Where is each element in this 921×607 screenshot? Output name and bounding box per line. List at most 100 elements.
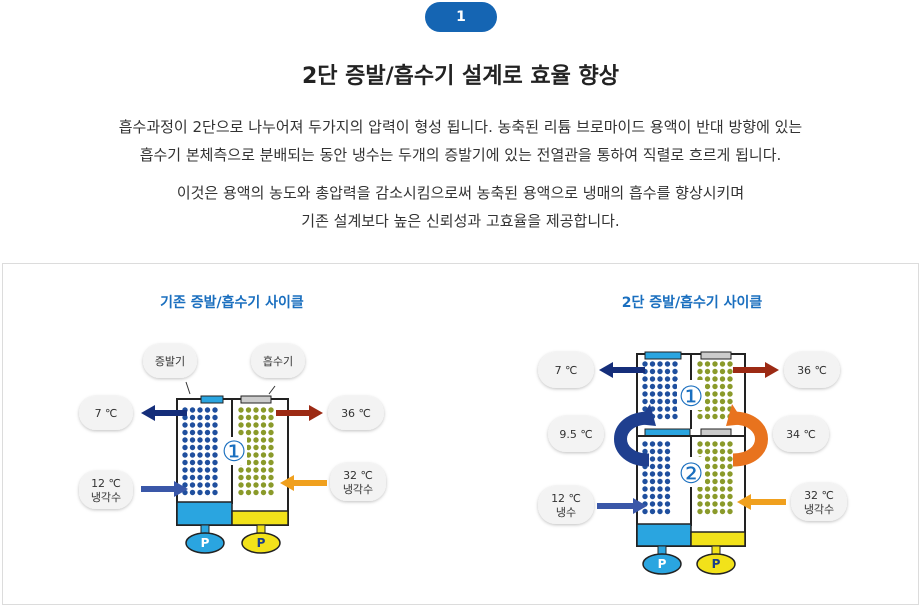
tube-dot xyxy=(204,444,211,451)
tube-dot xyxy=(719,478,726,485)
tube-dot xyxy=(697,493,703,500)
tube-dot xyxy=(719,456,726,462)
tube-dot xyxy=(197,422,203,428)
tube-dot xyxy=(704,368,711,375)
tube-dot xyxy=(664,391,671,397)
tube-dot xyxy=(704,493,711,500)
tube-dot xyxy=(649,398,656,405)
tube-dot xyxy=(253,444,259,451)
tube-dot xyxy=(712,406,718,412)
tube-dot xyxy=(664,413,671,420)
tube-dot xyxy=(182,467,188,473)
tube-dot xyxy=(704,413,711,420)
tube-dot xyxy=(238,407,244,413)
tube-dot xyxy=(642,376,648,382)
tube-dot xyxy=(704,406,711,412)
tube-dot xyxy=(268,422,274,428)
right-cycle-title: 2단 증발/흡수기 사이클 xyxy=(621,295,763,311)
tube-dot xyxy=(704,456,711,462)
tube-dot xyxy=(260,452,267,458)
tube-dot xyxy=(189,482,196,488)
tube-dot xyxy=(245,474,252,481)
tube-dot xyxy=(260,489,267,496)
tube-dot xyxy=(189,444,196,451)
tube-dot xyxy=(189,437,196,443)
tube-dot xyxy=(657,383,663,390)
tube-dot xyxy=(238,482,244,488)
tube-dot xyxy=(212,474,218,481)
tube-dot xyxy=(182,444,188,451)
diagram-panel: 기존 증발/흡수기 사이클 2단 증발/흡수기 사이클 증발기 흡수기 xyxy=(2,263,919,605)
left-temp-36: 36 ℃ xyxy=(341,407,371,420)
tube-dot xyxy=(245,489,252,496)
left-in-arrow-blue xyxy=(141,481,188,497)
tube-dot xyxy=(672,391,678,397)
tube-dot xyxy=(712,493,718,500)
tube-dot xyxy=(238,489,244,496)
tube-dot xyxy=(197,407,203,413)
tube-dot xyxy=(204,437,211,443)
tube-dot xyxy=(719,398,726,405)
tube-dot xyxy=(664,368,671,375)
tube-dot xyxy=(697,448,703,455)
tube-dot xyxy=(204,429,211,436)
tube-dot xyxy=(657,376,663,382)
tube-dot xyxy=(253,422,259,428)
tube-dot xyxy=(704,361,711,367)
tube-dot xyxy=(212,414,218,421)
tube-dot xyxy=(260,467,267,473)
tube-dot xyxy=(649,383,656,390)
tube-dot xyxy=(238,414,244,421)
left-temp-32-sub: 냉각수 xyxy=(343,483,373,496)
tube-dot xyxy=(657,398,663,405)
tube-dot xyxy=(664,493,671,500)
tube-dot xyxy=(727,448,733,455)
tube-dot xyxy=(712,478,718,485)
evaporator-label: 증발기 xyxy=(155,355,185,368)
tube-dot xyxy=(719,448,726,455)
tube-dot xyxy=(189,489,196,496)
tube-dot xyxy=(657,361,663,367)
tube-dot xyxy=(664,501,671,507)
stage-1-label: ① xyxy=(221,435,246,468)
tube-dot xyxy=(268,414,274,421)
tube-dot xyxy=(642,486,648,492)
tube-dot xyxy=(212,467,218,473)
tube-dot xyxy=(212,452,218,458)
tube-dot xyxy=(657,471,663,477)
tube-dot xyxy=(712,471,718,477)
tube-dot xyxy=(253,467,259,473)
absorber-tube-bundle xyxy=(238,407,274,496)
tube-dot xyxy=(642,398,648,405)
tube-dot xyxy=(657,406,663,412)
tube-dot xyxy=(189,414,196,421)
tube-dot xyxy=(182,422,188,428)
tube-dot xyxy=(212,429,218,436)
left-pump-absorber: P xyxy=(257,536,266,550)
tube-dot xyxy=(664,463,671,470)
tube-dot xyxy=(204,467,211,473)
tube-dot xyxy=(712,383,718,390)
tube-dot xyxy=(238,474,244,481)
tube-dot xyxy=(727,383,733,390)
tube-dot xyxy=(719,361,726,367)
tube-dot xyxy=(664,486,671,492)
tube-dot xyxy=(197,444,203,451)
tube-dot xyxy=(672,406,678,412)
tube-dot xyxy=(649,376,656,382)
tube-dot xyxy=(182,437,188,443)
tube-dot xyxy=(268,459,274,466)
tube-dot xyxy=(649,441,656,447)
tube-dot xyxy=(657,478,663,485)
tube-dot xyxy=(260,474,267,481)
tube-dot xyxy=(727,501,733,507)
tube-dot xyxy=(204,474,211,481)
tube-dot xyxy=(712,456,718,462)
tube-dot xyxy=(664,441,671,447)
tube-dot xyxy=(253,429,259,436)
tube-dot xyxy=(245,414,252,421)
tube-dot xyxy=(657,463,663,470)
tube-dot xyxy=(253,489,259,496)
tube-dot xyxy=(245,429,252,436)
left-out-arrow-blue xyxy=(141,405,187,421)
